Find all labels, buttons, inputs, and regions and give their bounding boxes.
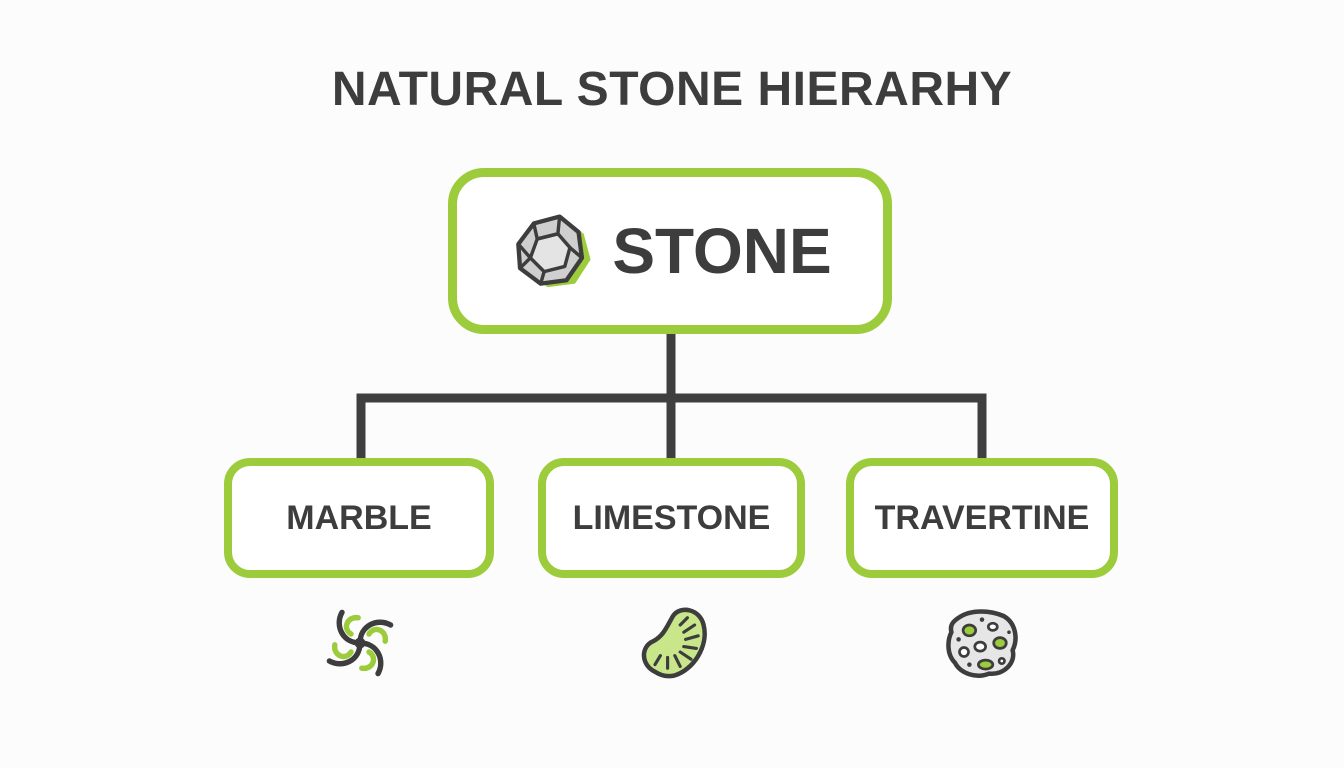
root-node-stone: STONE: [448, 168, 892, 334]
child-node-limestone: LIMESTONE: [538, 458, 805, 578]
child-node-label: LIMESTONE: [572, 498, 771, 537]
porous-stone-icon: [946, 609, 1018, 678]
rock-icon: [516, 214, 591, 288]
shell-fossil-icon: [641, 607, 707, 679]
swirl-icon: [326, 609, 394, 677]
child-node-travertine: TRAVERTINE: [846, 458, 1118, 578]
child-node-label: MARBLE: [286, 498, 432, 537]
child-node-marble: MARBLE: [224, 458, 494, 578]
diagram-title: NATURAL STONE HIERARHY: [331, 63, 1013, 116]
child-node-label: TRAVERTINE: [874, 498, 1090, 537]
root-node-label: STONE: [612, 215, 832, 287]
